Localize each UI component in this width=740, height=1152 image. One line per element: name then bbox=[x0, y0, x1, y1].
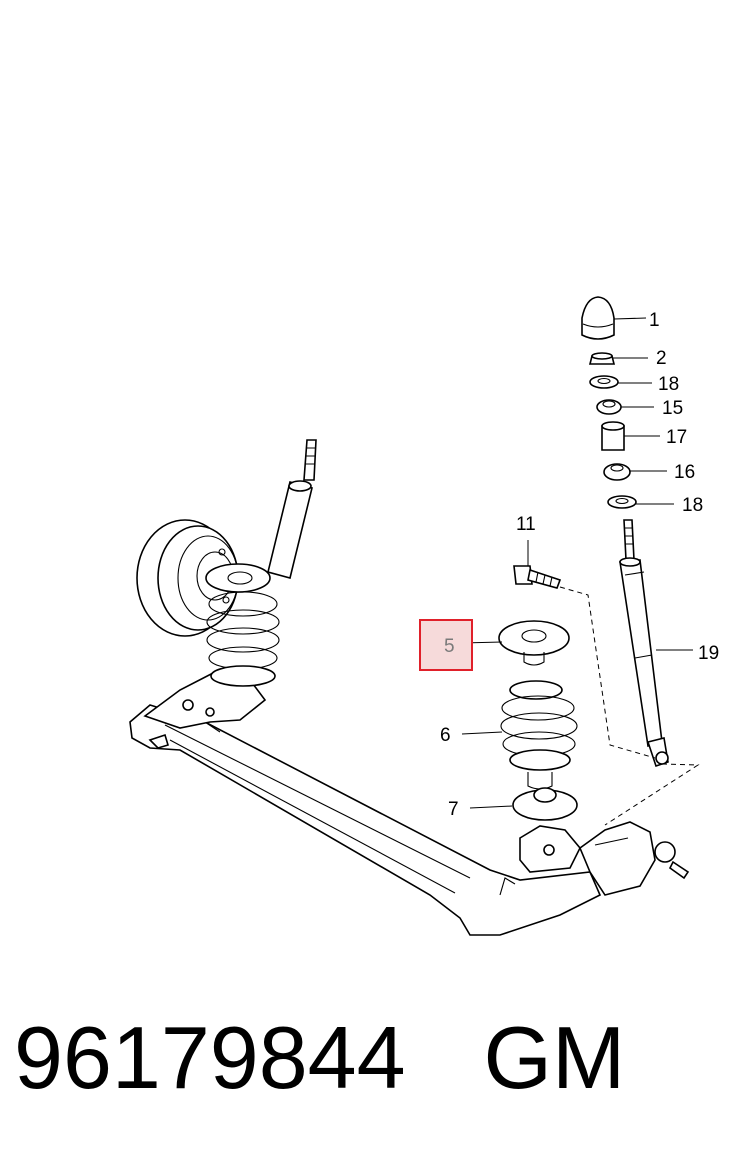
part-number: 96179844 bbox=[14, 1008, 406, 1107]
left-coil-spring bbox=[205, 563, 280, 687]
brand-name: GM bbox=[483, 1008, 626, 1107]
part-15-bushing bbox=[596, 399, 622, 415]
callout-16: 16 bbox=[674, 462, 695, 483]
part-19-shock-absorber bbox=[619, 519, 669, 768]
left-shock-absorber bbox=[267, 439, 317, 579]
part-11-bolt bbox=[513, 565, 562, 589]
callout-5: 5 bbox=[444, 636, 455, 657]
assembly-guide-lines bbox=[559, 586, 700, 826]
callout-11: 11 bbox=[516, 514, 536, 535]
part-16-bushing-lower bbox=[603, 463, 631, 481]
right-side-bracket bbox=[499, 821, 690, 896]
part-caption: 96179844 GM bbox=[14, 1008, 625, 1108]
callout-2: 2 bbox=[656, 348, 667, 369]
part-2-nut bbox=[588, 352, 616, 365]
part-6-coil-spring bbox=[500, 680, 578, 790]
callout-7: 7 bbox=[448, 799, 459, 820]
callout-1: 1 bbox=[649, 310, 660, 331]
leader-lines bbox=[461, 317, 693, 809]
part-17-spacer-tube bbox=[601, 421, 625, 451]
callout-17: 17 bbox=[666, 427, 687, 448]
part-7-lower-spring-seat bbox=[512, 787, 578, 821]
callout-6: 6 bbox=[440, 725, 451, 746]
callout-19: 19 bbox=[698, 643, 719, 664]
part-5-spring-seat bbox=[498, 620, 570, 666]
part-18-washer-lower bbox=[607, 495, 637, 509]
rear-axle-exploded-diagram: 1 2 18 15 17 16 18 11 5 19 6 7 bbox=[129, 296, 719, 936]
callout-15: 15 bbox=[662, 398, 683, 419]
callout-labels: 1 2 18 15 17 16 18 11 5 19 6 7 bbox=[440, 310, 719, 820]
axle-beam bbox=[129, 704, 602, 936]
part-1-bump-cap bbox=[581, 296, 615, 340]
highlight-box bbox=[419, 619, 473, 671]
part-18-washer-upper bbox=[589, 375, 619, 389]
callout-18-lower: 18 bbox=[682, 495, 703, 516]
callout-18-upper: 18 bbox=[658, 374, 679, 395]
